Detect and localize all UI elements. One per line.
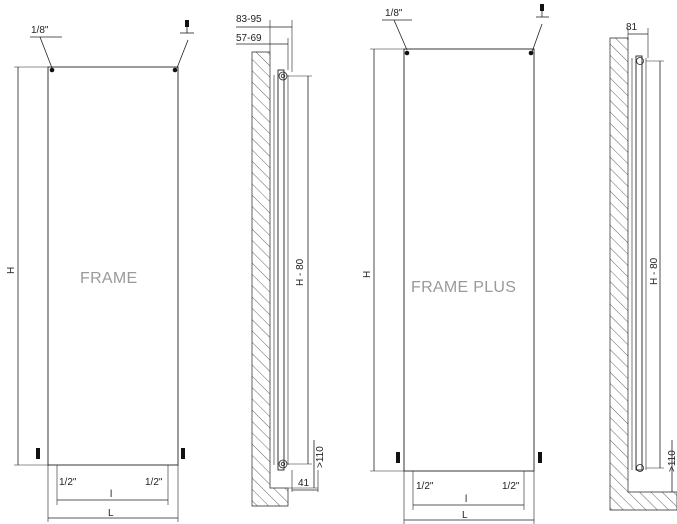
pipe-marker-left [36, 448, 40, 459]
frame-panel [47, 66, 179, 466]
frame-model-label: FRAME [80, 270, 138, 287]
pipe-right-label-plus: 1/2" [502, 481, 520, 492]
pipe-left-label: 1/2" [59, 477, 77, 488]
bottom-valve-plus [636, 464, 644, 472]
frame-plus-side-view: 81 H - 80 >110 [609, 22, 677, 511]
top-valve [278, 71, 288, 81]
frame-front-view: FRAME 1/8" H [6, 20, 194, 522]
side-plus-panel-body [635, 55, 643, 471]
side-plus-inner-height-label: H - 80 [649, 257, 660, 285]
frame-plus-panel [403, 48, 535, 472]
depth-wall-label: 57-69 [236, 33, 262, 44]
vent-size-label-plus: 1/8" [385, 8, 403, 19]
inner-width-label: l [110, 489, 112, 500]
vent-size-label: 1/8" [31, 25, 49, 36]
top-valve-plus [636, 57, 644, 65]
frame-plus-model-label: FRAME PLUS [411, 279, 516, 296]
pipe-left-label-plus: 1/2" [416, 481, 434, 492]
bracket-label: 41 [298, 478, 310, 489]
bottom-valve [278, 459, 288, 469]
side-inner-height-label: H - 80 [295, 258, 306, 286]
height-label-plus: H [362, 271, 373, 278]
pipe-marker-right-plus [538, 452, 542, 463]
height-dimension: H [6, 66, 48, 466]
height-dimension-plus: H [362, 48, 404, 472]
side-plus-clearance-label: >110 [667, 450, 677, 472]
frame-side-view: 83-95 57-69 H - 80 >110 41 [236, 14, 326, 507]
pipe-dimensions-plus: 1/2" 1/2" l L [403, 471, 535, 524]
pipe-marker-left-plus [396, 452, 400, 463]
pipe-marker-right [181, 448, 185, 459]
plug-symbol [172, 20, 194, 73]
side-clearance-label: >110 [315, 446, 326, 468]
plug-symbol-plus [528, 4, 549, 56]
vent-symbol-plus: 1/8" [382, 8, 412, 56]
pipe-right-label: 1/2" [145, 477, 163, 488]
vent-symbol: 1/8" [30, 25, 62, 73]
frame-plus-front-view: FRAME PLUS 1/8" H 1/2" [362, 4, 549, 524]
height-label: H [6, 267, 17, 274]
wall-hatch-plus [609, 37, 677, 511]
outer-width-label-plus: L [462, 510, 468, 521]
side-panel-body [277, 69, 285, 471]
pipe-dimensions: 1/2" 1/2" l L [47, 465, 179, 522]
inner-width-label-plus: l [465, 494, 467, 505]
depth-label-plus: 81 [626, 22, 638, 33]
outer-width-label: L [108, 508, 114, 519]
depth-total-label: 83-95 [236, 14, 262, 25]
